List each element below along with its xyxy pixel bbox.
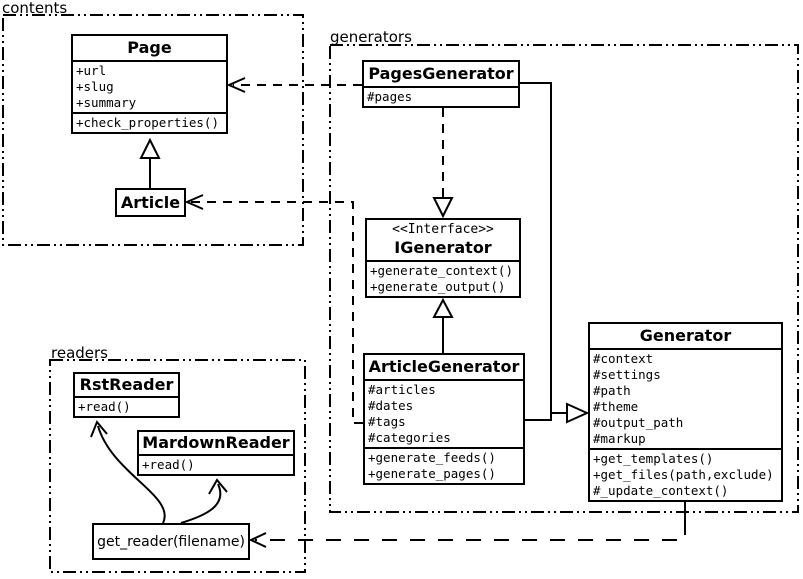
method: +read() [78,399,131,414]
attribute: +url [76,63,107,78]
method: #_update_context() [593,483,729,498]
arrowhead-getreader-to-rstreader [90,420,108,438]
contents-package-label: contents [2,0,68,17]
triangle-article-extends-page [139,137,161,159]
class-rstreader-title: RstReader [75,374,178,398]
attribute: #path [593,383,631,398]
arrowhead-generator-uses-getreader [248,532,267,548]
attribute: #dates [368,398,414,413]
method: +generate_context() [370,263,513,278]
class-mardownreader-methods: +read() [139,456,293,474]
class-articlegenerator: ArticleGenerator #articles#dates#tags#ca… [363,353,525,485]
class-articlegenerator-title: ArticleGenerator [365,355,523,381]
edge-articlegen-uses-article [191,201,363,424]
generators-package-label: generators [330,28,412,46]
arrowhead-pagesgen-uses-page [226,77,246,93]
class-igenerator-methods: +generate_context()+generate_output() [367,262,519,296]
triangle-articlegen-extends-igenerator [432,297,454,318]
triangle-generator-inheritance [566,402,590,424]
arrowhead-getreader-to-mardownreader [208,478,228,495]
attribute: #output_path [593,415,684,430]
class-mardownreader: MardownReader +read() [137,430,295,476]
attribute: #settings [593,367,661,382]
method: +generate_pages() [368,466,496,481]
attribute: #categories [368,430,451,445]
class-page-attributes: +url+slug+summary [73,62,226,112]
class-pagesgenerator-attributes: #pages [364,88,518,106]
class-mardownreader-title: MardownReader [139,432,293,456]
edge-getreader-to-rstreader [97,425,166,524]
method: +generate_feeds() [368,450,496,465]
attribute: +slug [76,79,114,94]
class-page: Page +url+slug+summary +check_properties… [71,34,228,134]
class-articlegenerator-methods: +generate_feeds()+generate_pages() [365,447,523,483]
attribute: +summary [76,95,137,110]
function-get-reader-label: get_reader(filename) [97,533,245,550]
class-igenerator: <<Interface>> IGenerator +generate_conte… [365,218,521,298]
readers-package-label: readers [51,344,108,362]
class-generator-methods: +get_templates()+get_files(path,exclude)… [590,448,781,500]
class-igenerator-title: IGenerator [394,238,492,257]
class-generator-attributes: #context#settings#path#theme#output_path… [590,350,781,448]
contents-package-border [2,14,304,246]
class-generator-title: Generator [590,324,781,350]
attribute: #articles [368,382,436,397]
method: +generate_output() [370,279,506,294]
attribute: #context [593,351,654,366]
class-rstreader-methods: +read() [75,398,178,416]
edge-articlegen-extends-generator [525,413,552,421]
triangle-pagesgen-implements-igenerator [432,197,454,219]
readers-package-border [49,359,306,573]
class-generator: Generator #context#settings#path#theme#o… [588,322,783,502]
method: +check_properties() [76,115,219,130]
edge-generator-uses-getreader [255,520,686,541]
arrowhead-articlegen-uses-article [184,194,204,210]
class-igenerator-header: <<Interface>> IGenerator [367,220,519,262]
class-page-title: Page [73,36,226,62]
class-article-title: Article [120,193,181,212]
attribute: #theme [593,399,639,414]
class-articlegenerator-attributes: #articles#dates#tags#categories [365,381,523,447]
edge-getreader-to-mardownreader [180,483,222,524]
method: +get_templates() [593,451,714,466]
class-igenerator-stereotype: <<Interface>> [392,222,494,237]
generators-package-border [329,44,799,513]
attribute: #pages [367,89,413,104]
method: +get_files(path,exclude) [593,467,774,482]
attribute: #markup [593,431,646,446]
attribute: #tags [368,414,406,429]
class-page-methods: +check_properties() [73,112,226,132]
function-get-reader: get_reader(filename) [92,523,250,560]
edge-pagesgen-extends-generator [520,82,567,414]
method: +read() [142,457,195,472]
class-article: Article [115,188,186,217]
class-rstreader: RstReader +read() [73,372,180,418]
class-pagesgenerator: PagesGenerator #pages [362,60,520,108]
class-pagesgenerator-title: PagesGenerator [364,62,518,88]
